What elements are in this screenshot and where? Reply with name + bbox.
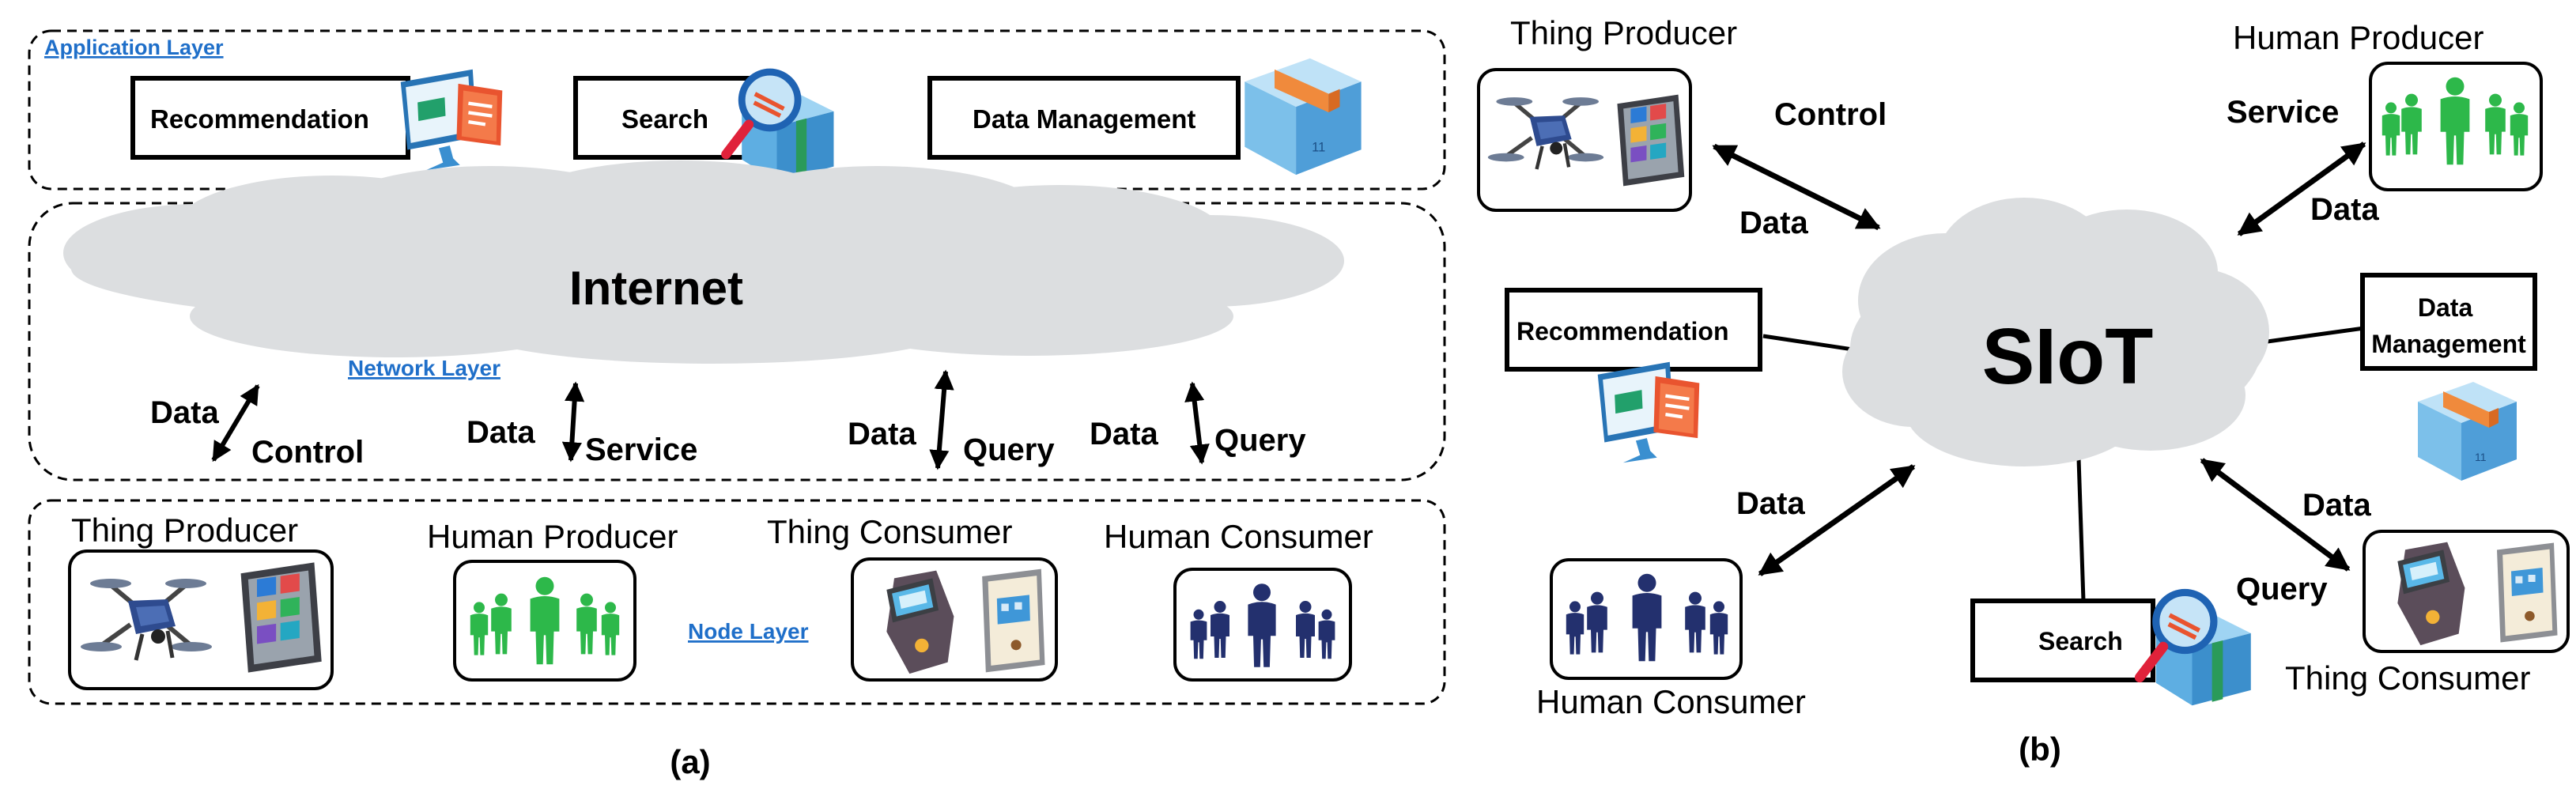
panel-a: Application Layer Recommendation Search … <box>28 29 1446 780</box>
tablet-icon <box>240 562 322 673</box>
thing-consumer-label-b: Thing Consumer <box>2285 659 2530 697</box>
internet-label: Internet <box>569 262 743 315</box>
smart-lock-icon <box>2497 542 2558 643</box>
data-management-box <box>927 76 1241 160</box>
search-box-b <box>1970 599 2155 682</box>
package-box-icon <box>1245 58 1362 176</box>
application-layer-box <box>28 29 1446 191</box>
node-layer-box <box>28 499 1446 705</box>
package-box-icon <box>2418 382 2517 481</box>
svg-text:Data: Data <box>2310 192 2379 227</box>
application-layer-label: Application Layer <box>44 36 224 59</box>
arrow-data-query-2: Data Query <box>1090 381 1306 465</box>
human-consumer-label: Human Consumer <box>1104 518 1373 555</box>
human-producer-arrow <box>2237 142 2366 236</box>
svg-text:Query: Query <box>2236 572 2328 606</box>
svg-text:Service: Service <box>585 432 697 467</box>
svg-text:Data: Data <box>1736 486 1805 521</box>
magnifier-box-icon <box>2140 592 2251 705</box>
tablet-icon <box>1617 94 1685 187</box>
svg-text:Query: Query <box>1214 423 1306 458</box>
node-layer-label: Node Layer <box>688 619 809 644</box>
svg-text:Data: Data <box>466 415 535 450</box>
svg-text:Data: Data <box>2302 488 2371 523</box>
search-connector <box>2076 434 2086 602</box>
human-consumer-label-b: Human Consumer <box>1536 683 1806 720</box>
svg-text:Control: Control <box>1774 97 1887 132</box>
human-producer-label-b: Human Producer <box>2233 19 2483 56</box>
recommendation-box-b <box>1505 288 1762 372</box>
search-label-b: Search <box>2038 627 2123 655</box>
svg-text:Query: Query <box>963 432 1055 467</box>
monitor-icon <box>401 70 503 170</box>
thing-consumer-arrow <box>2200 458 2351 572</box>
panel-b-caption: (b) <box>2019 731 2061 768</box>
data-management-label: Data Management <box>973 104 1195 134</box>
svg-text:Data: Data <box>150 395 219 430</box>
panel-b: SIoT Thing Producer Control Data Human P… <box>1477 14 2570 768</box>
monitor-icon <box>1598 362 1700 463</box>
thing-producer-label-b: Thing Producer <box>1510 14 1737 51</box>
arrow-data-control: Data Control <box>150 383 364 470</box>
arrow-data-query-1: Data Query <box>848 369 1055 470</box>
svg-text:Data: Data <box>1739 206 1808 240</box>
svg-text:Service: Service <box>2227 95 2339 130</box>
network-layer-label: Network Layer <box>348 356 500 380</box>
recommendation-label: Recommendation <box>150 104 369 134</box>
thing-producer-label: Thing Producer <box>71 512 298 549</box>
panel-a-caption: (a) <box>670 743 710 780</box>
svg-text:Control: Control <box>251 435 364 470</box>
smart-lock-icon <box>982 568 1045 673</box>
data-management-label-b: Data Management <box>2371 293 2526 358</box>
thing-producer-arrow <box>1712 143 1881 231</box>
siot-label: SIoT <box>1982 312 2154 401</box>
human-consumer-arrow <box>1758 464 1916 576</box>
svg-text:Data: Data <box>1090 417 1158 451</box>
search-label: Search <box>621 104 708 134</box>
svg-text:Data: Data <box>848 417 916 451</box>
recommendation-label-b: Recommendation <box>1517 317 1728 346</box>
human-producer-label: Human Producer <box>427 518 678 555</box>
data-management-box-b <box>2360 273 2537 371</box>
arrow-data-service: Data Service <box>466 381 697 467</box>
thing-consumer-label: Thing Consumer <box>767 513 1012 550</box>
siot-cloud <box>1842 198 2269 466</box>
